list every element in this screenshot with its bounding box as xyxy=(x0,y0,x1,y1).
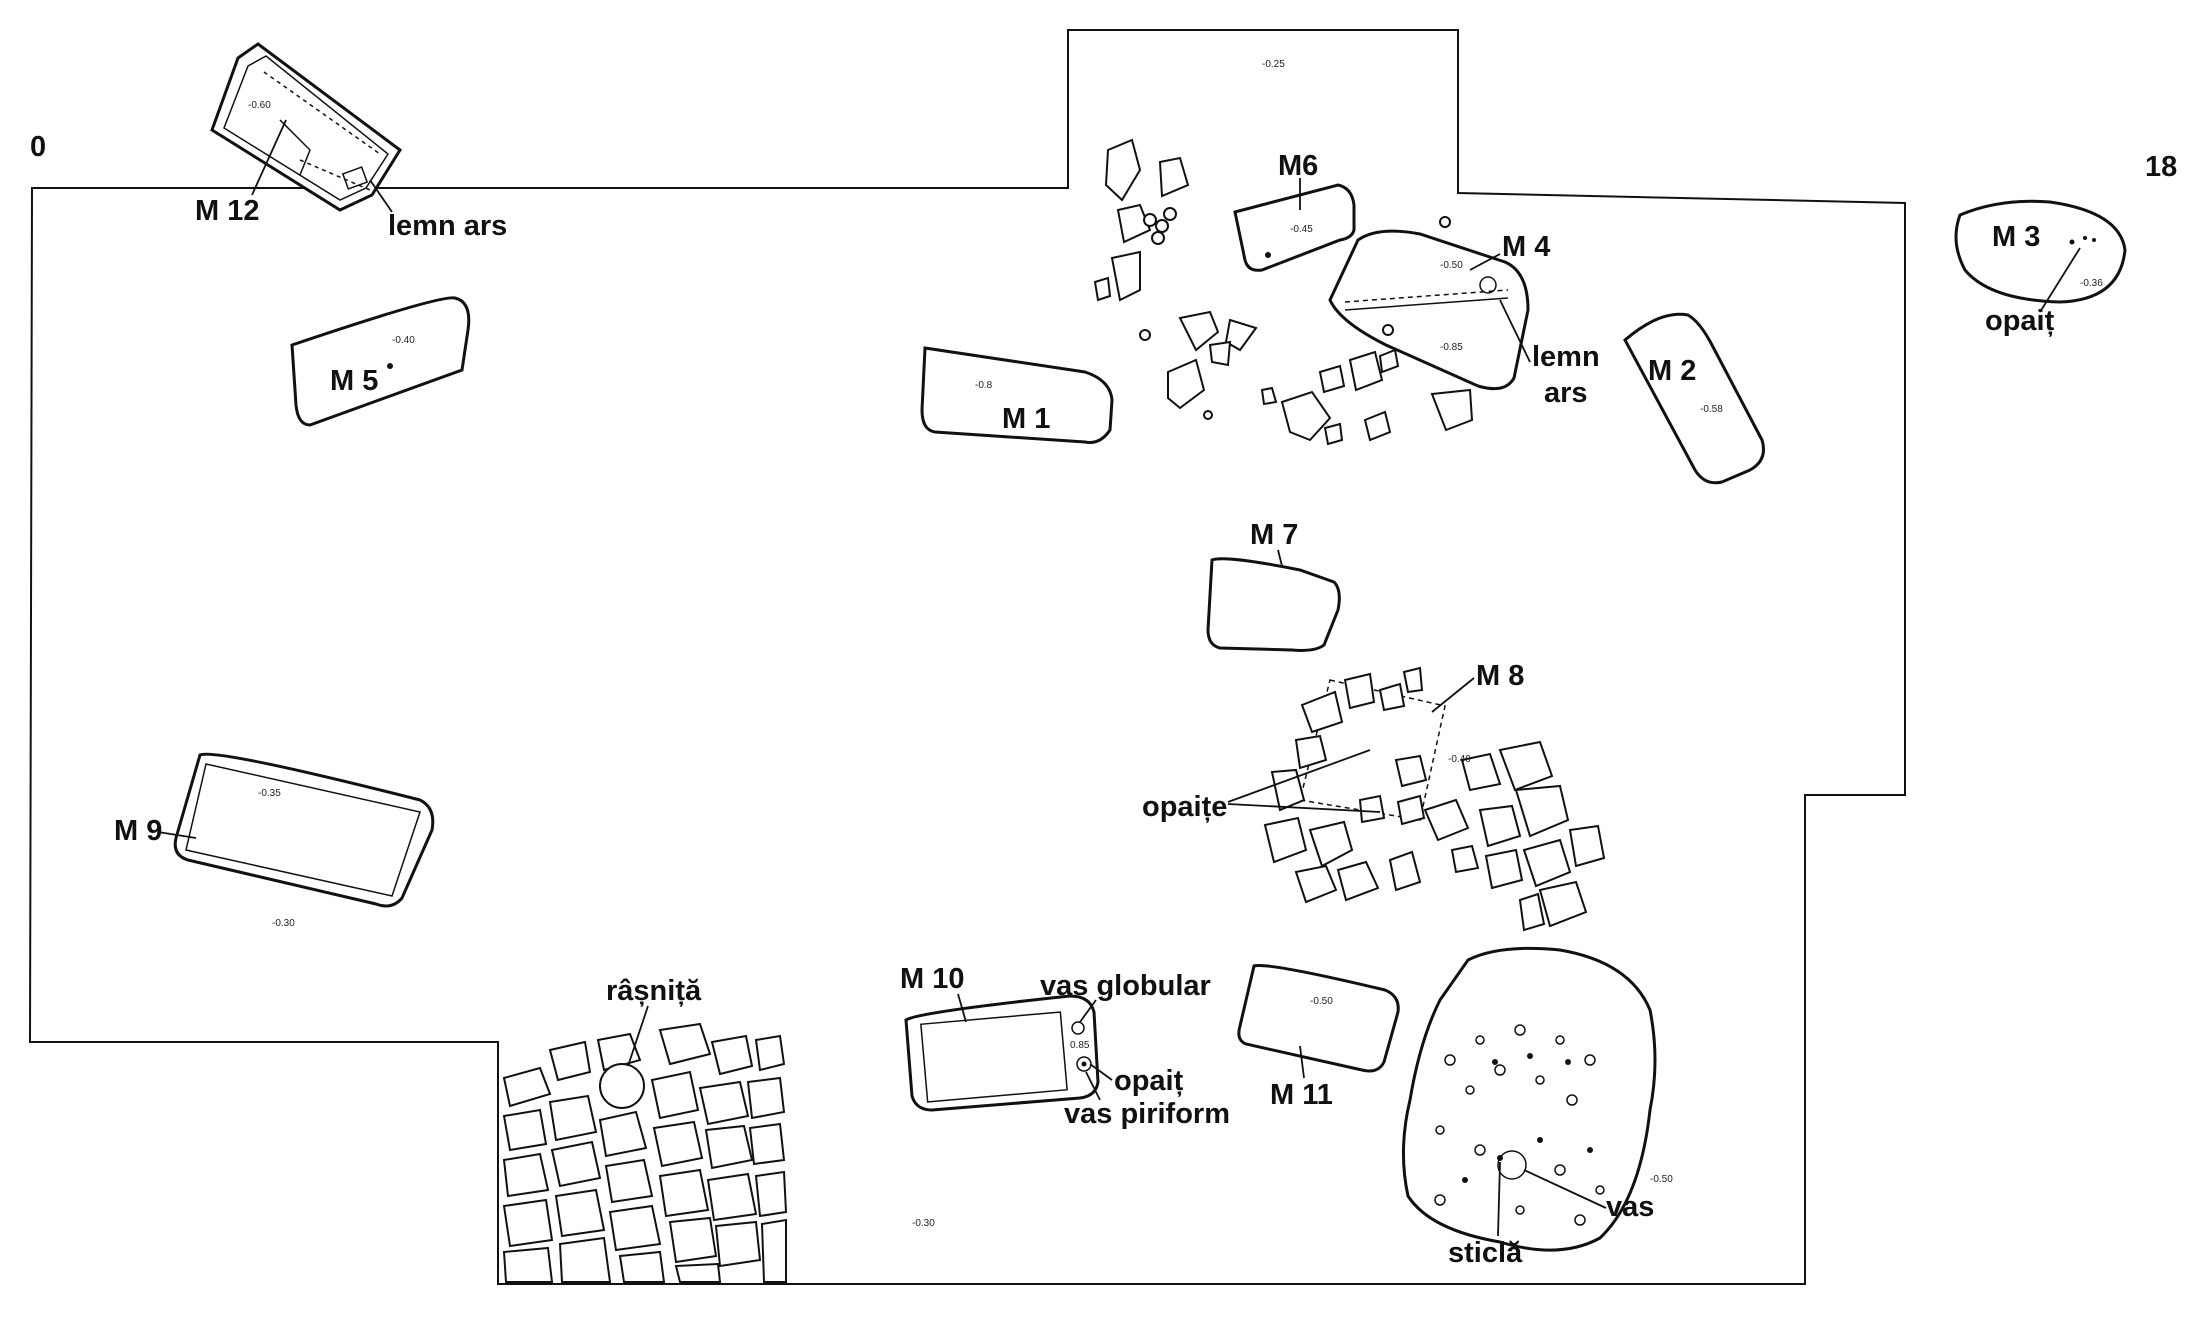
label-m10-globular-vessel: vas globular xyxy=(1040,970,1211,1002)
depth-m4-b: -0.85 xyxy=(1440,342,1463,353)
grave-m11: -0.50 M 11 xyxy=(1237,964,1400,1111)
label-m4-burnt-wood-1: lemn xyxy=(1532,341,1600,373)
label-m9: M 9 xyxy=(114,815,162,847)
pit-feature: -0.50 vas sticlă xyxy=(1402,946,1673,1269)
grave-m7: M 7 xyxy=(1206,519,1341,652)
depth-m9-a: -0.35 xyxy=(258,788,281,799)
label-m11: M 11 xyxy=(1270,1079,1333,1111)
label-m7: M 7 xyxy=(1250,519,1298,551)
depth-m8: -0.40 xyxy=(1448,754,1471,765)
depth-m1: -0.8 xyxy=(975,380,993,391)
grave-m8: -0.40 M 8 opaițe xyxy=(1142,660,1606,932)
label-m8: M 8 xyxy=(1476,660,1524,692)
grave-m6: -0.45 M6 xyxy=(1233,150,1356,272)
grave-m2: -0.58 M 2 xyxy=(1623,312,1765,485)
grave-m1: -0.8 M 1 xyxy=(920,346,1114,444)
depth-m10: 0.85 xyxy=(1070,1040,1090,1051)
depth-m2: -0.58 xyxy=(1700,404,1723,415)
label-m8-lamps: opaițe xyxy=(1142,791,1227,823)
label-m3-lamp: opaiț xyxy=(1985,305,2055,337)
depth-pit: -0.50 xyxy=(1650,1174,1673,1185)
pit-pebbles xyxy=(1434,1024,1605,1226)
label-pit-vessel: vas xyxy=(1606,1191,1654,1223)
depth-m12: -0.60 xyxy=(248,100,271,111)
label-m3: M 3 xyxy=(1992,221,2040,253)
depth-m9-b: -0.30 xyxy=(272,918,295,929)
label-m12-burnt-wood: lemn ars xyxy=(388,210,507,242)
depth-m5: -0.40 xyxy=(392,335,415,346)
quern-stone-area: râșniță xyxy=(502,975,788,1283)
grave-m10: 0.85 M 10 vas globular opaiț vas pirifor… xyxy=(900,963,1230,1130)
trench-outline xyxy=(28,29,1906,1285)
scale-start: 0 xyxy=(30,131,46,163)
label-m10: M 10 xyxy=(900,963,964,995)
label-m5: M 5 xyxy=(330,365,378,397)
depth-m3: -0.36 xyxy=(2080,278,2103,289)
label-m4-burnt-wood-2: ars xyxy=(1544,377,1588,409)
depth-m11: -0.50 xyxy=(1310,996,1333,1007)
label-m10-lamp: opaiț xyxy=(1114,1065,1184,1097)
label-m4: M 4 xyxy=(1502,231,1550,263)
label-m6: M6 xyxy=(1278,150,1318,182)
label-m12: M 12 xyxy=(195,195,259,227)
grave-m12: -0.60 M 12 lemn ars xyxy=(195,42,507,242)
label-m1: M 1 xyxy=(1002,403,1050,435)
grave-m5: -0.40 M 5 xyxy=(290,296,471,427)
depth-m4-a: -0.50 xyxy=(1440,260,1463,271)
grave-m4: -0.50 -0.85 M 4 lemn ars xyxy=(1328,229,1600,409)
scale-end: 18 xyxy=(2145,151,2177,183)
stone-cluster-upper xyxy=(1093,138,1474,446)
label-quern: râșniță xyxy=(606,975,702,1007)
depth-bottom: -0.30 xyxy=(912,1218,935,1229)
grave-m3: -0.36 M 3 opaiț xyxy=(1954,199,2127,337)
label-m10-piriform-vessel: vas piriform xyxy=(1064,1098,1230,1130)
depth-m6: -0.45 xyxy=(1290,224,1313,235)
label-m2: M 2 xyxy=(1648,355,1696,387)
label-pit-glass: sticlă xyxy=(1448,1237,1523,1269)
grave-m9: -0.35 -0.30 M 9 xyxy=(114,752,435,929)
depth-top: -0.25 xyxy=(1262,59,1285,70)
